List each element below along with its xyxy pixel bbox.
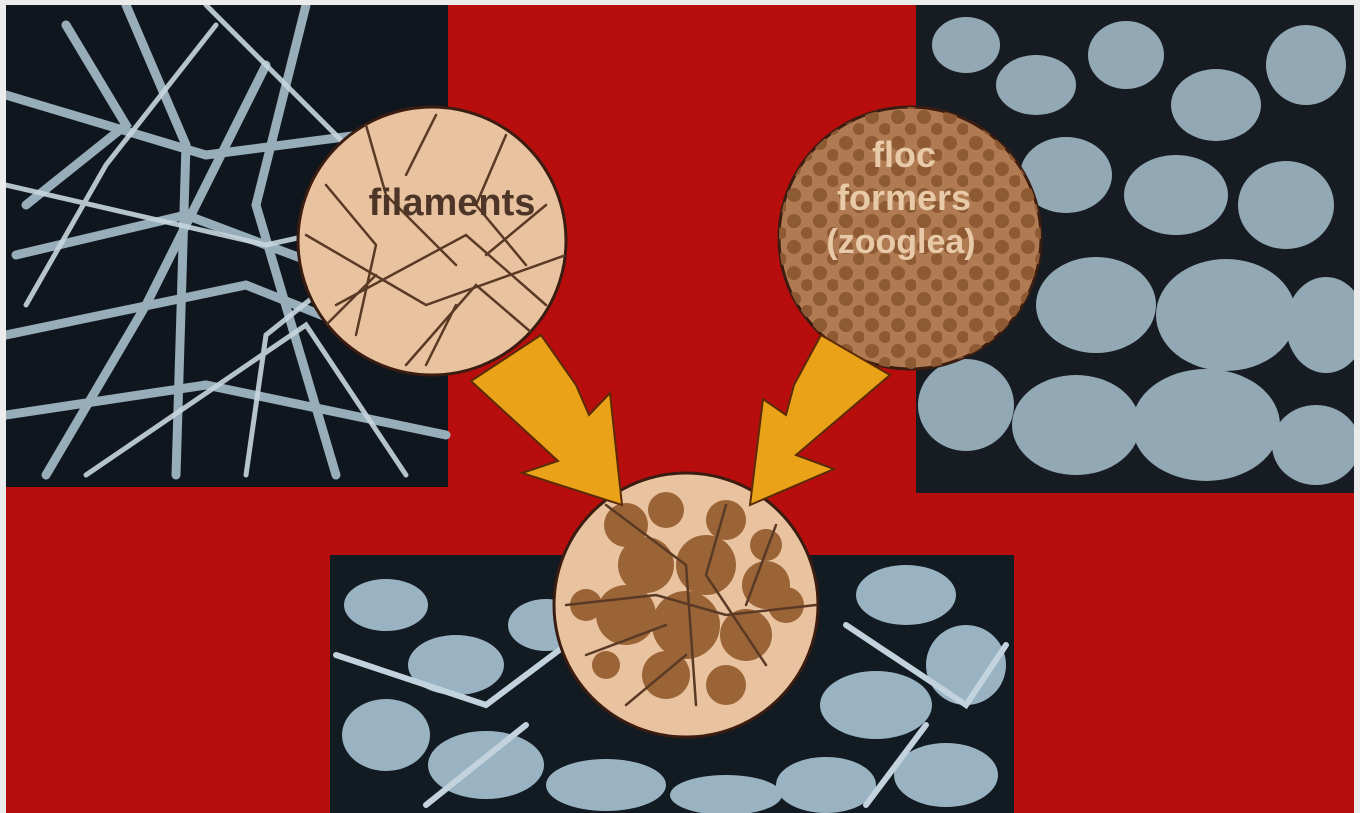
floc-label-line1: floc bbox=[872, 134, 936, 175]
floc-label-line3: (zooglea) bbox=[826, 223, 975, 261]
combined-floc-circle bbox=[554, 473, 818, 737]
diagram-canvas: filaments floc formers (zooglea) bbox=[6, 5, 1354, 813]
filaments-circle: filaments bbox=[298, 107, 566, 375]
floc-label-line2: formers bbox=[837, 177, 971, 218]
filaments-label: filaments bbox=[369, 182, 536, 224]
